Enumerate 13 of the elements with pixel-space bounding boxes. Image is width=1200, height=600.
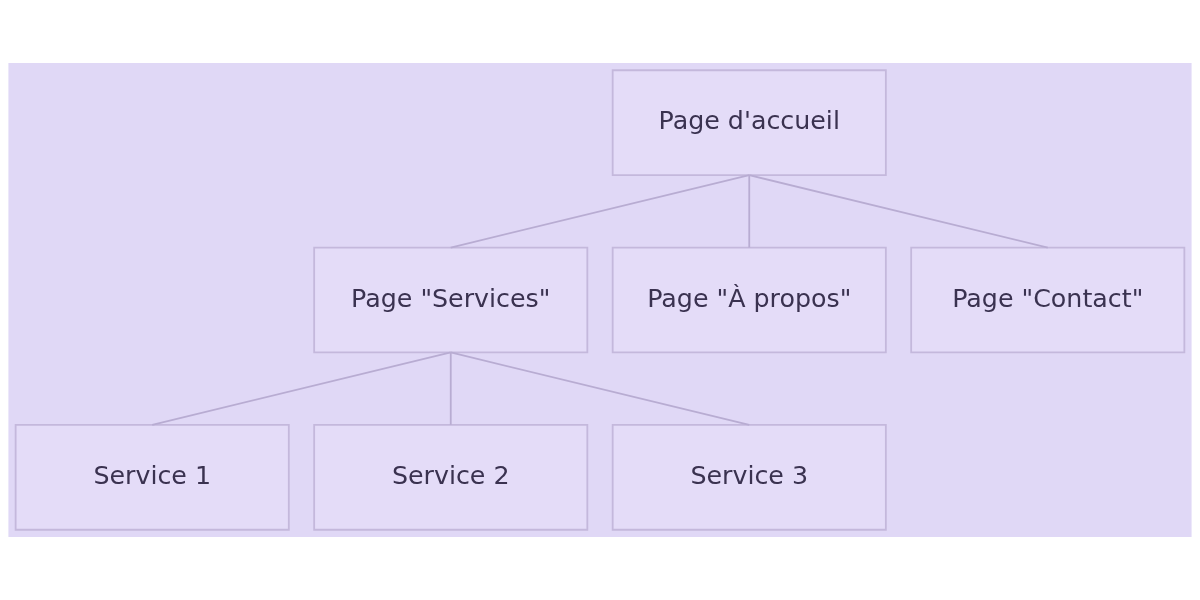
- node-box: Page "Services": [313, 246, 589, 354]
- connector: [449, 351, 751, 426]
- connector: [449, 174, 751, 249]
- connector: [151, 351, 452, 426]
- node-box: Service 3: [611, 423, 887, 531]
- node-box: Page d'accueil: [611, 69, 887, 177]
- connector: [449, 351, 452, 426]
- node-box: Page "Contact": [910, 246, 1186, 354]
- node-box: Page "À propos": [611, 246, 887, 354]
- node-box: Service 1: [14, 423, 290, 531]
- connector: [748, 174, 751, 249]
- node-box: Service 2: [313, 423, 589, 531]
- connector: [748, 174, 1049, 249]
